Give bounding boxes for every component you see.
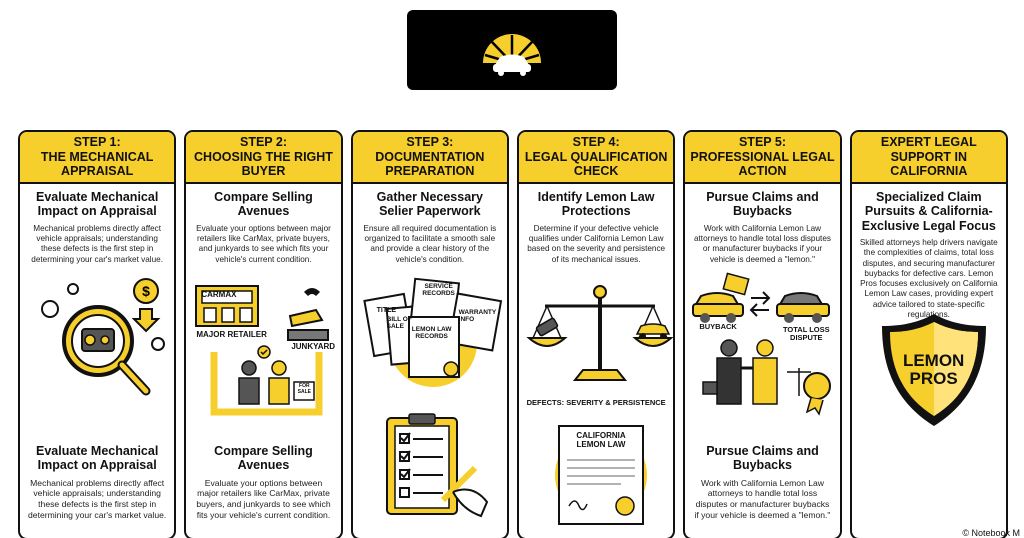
step-1-description: Mechanical problems directly affect vehi… [31, 223, 164, 264]
step-5-header: STEP 5: PROFESSIONAL LEGAL ACTION [685, 132, 840, 184]
junkyard-label: JUNKYARD [291, 342, 336, 351]
expert-heading-line1: EXPERT LEGAL [880, 135, 977, 150]
lemon-car-icon [483, 34, 541, 76]
step-3-heading: DOCUMENTATION PREPARATION [375, 149, 485, 179]
carmax-sign: CarMax [201, 290, 237, 299]
step-2-heading: CHOOSING THE RIGHT BUYER [194, 149, 333, 179]
credit-text: © Notebook M [962, 528, 1020, 538]
shield-text-line1: LEMON [902, 351, 965, 370]
step-5-label: STEP 5: [738, 135, 786, 150]
step-4-card: STEP 4: LEGAL QUALIFICATION CHECK Identi… [516, 130, 676, 538]
paperwork-stack-illustration [362, 277, 502, 387]
step-1-title-repeat: Evaluate Mechanical Impact on Appraisal [36, 444, 159, 473]
lemon-law-records-doc-label: LEMON LAW RECORDS [411, 326, 452, 340]
step-2-description-repeat: Evaluate your options between major reta… [196, 477, 331, 520]
brand-logo [407, 10, 617, 90]
svg-text:$: $ [142, 283, 150, 299]
step-2-card: STEP 2: CHOOSING THE RIGHT BUYER Compare… [184, 130, 343, 538]
step-1-label: STEP 1: [73, 135, 121, 150]
selling-avenues-illustration [195, 285, 330, 416]
step-2-header: STEP 2: CHOOSING THE RIGHT BUYER [186, 132, 341, 184]
step-2-title-repeat: Compare Selling Avenues [214, 444, 313, 473]
step-1-card: STEP 1: THE MECHANICAL APPRAISAL Evaluat… [18, 130, 177, 538]
step-4-header: STEP 4: LEGAL QUALIFICATION CHECK [518, 132, 674, 184]
step-5-title-repeat: Pursue Claims and Buybacks [706, 444, 819, 473]
service-records-doc-label: SERVICE RECORDS [422, 283, 455, 297]
total-loss-dispute-label: TOTAL LOSS DISPUTE [782, 325, 830, 343]
title-doc-label: TITLE [376, 307, 397, 314]
step-3-label: STEP 3: [406, 135, 454, 150]
expert-support-card: EXPERT LEGAL SUPPORT IN CALIFORNIA Speci… [849, 130, 1008, 538]
step-5-heading: PROFESSIONAL LEGAL ACTION [690, 149, 835, 179]
step-1-header: STEP 1: THE MECHANICAL APPRAISAL [20, 132, 175, 184]
step-5-description-repeat: Work with California Lemon Law attorneys… [694, 477, 831, 520]
step-1-title: Evaluate Mechanical Impact on Appraisal [36, 190, 159, 219]
step-2-label: STEP 2: [239, 135, 287, 150]
step-3-card: STEP 3: DOCUMENTATION PREPARATION Gather… [350, 130, 509, 538]
step-3-header: STEP 3: DOCUMENTATION PREPARATION [352, 132, 507, 184]
step-3-description: Ensure all required documentation is org… [363, 223, 497, 264]
expert-heading-line2: SUPPORT IN CALIFORNIA [890, 149, 968, 179]
california-lemon-law-document [554, 425, 647, 525]
step-4-title: Identify Lemon Law Protections [537, 190, 655, 219]
expert-header: EXPERT LEGAL SUPPORT IN CALIFORNIA [851, 132, 1006, 184]
defects-label: DEFECTS: SEVERITY & PERSISTENCE [526, 398, 666, 407]
for-sale-sign: FOR SALE [297, 383, 311, 395]
buyback-dispute-illustration [692, 272, 832, 416]
bill-of-sale-doc-label: BILL OF SALE [386, 316, 412, 330]
step-5-description: Work with California Lemon Law attorneys… [693, 223, 831, 264]
step-4-heading: LEGAL QUALIFICATION CHECK [524, 149, 668, 179]
step-2-title: Compare Selling Avenues [214, 190, 313, 219]
expert-title: Specialized Claim Pursuits & California-… [861, 190, 996, 233]
step-5-card: STEP 5: PROFESSIONAL LEGAL ACTION Pursue… [683, 130, 842, 538]
checklist-icon [385, 413, 488, 518]
magnifier-engine-icon: $ [41, 277, 165, 396]
expert-description: Skilled attorneys help drivers navigate … [859, 238, 998, 319]
warranty-info-doc-label: WARRANTY INFO [458, 309, 497, 323]
step-1-description-repeat: Mechanical problems directly affect vehi… [28, 477, 167, 520]
step-3-title: Gather Necessary Selier Paperwork [376, 190, 483, 219]
major-retailer-label: MAJOR RETAILER [196, 330, 267, 339]
scales-of-justice-icon [526, 285, 674, 381]
buyback-label: BUYBACK [699, 322, 737, 331]
shield-text-line2: PROS [909, 368, 958, 388]
lemon-pros-shield-icon [881, 314, 986, 426]
step-4-description: Determine if your defective vehicle qual… [527, 223, 666, 264]
step-2-description: Evaluate your options between major reta… [196, 223, 331, 264]
step-4-label: STEP 4: [572, 135, 620, 150]
step-1-heading: THE MECHANICAL APPRAISAL [40, 149, 154, 179]
step-5-title: Pursue Claims and Buybacks [706, 190, 819, 219]
california-lemon-law-label: CALIFORNIA LEMON LAW [576, 431, 626, 449]
